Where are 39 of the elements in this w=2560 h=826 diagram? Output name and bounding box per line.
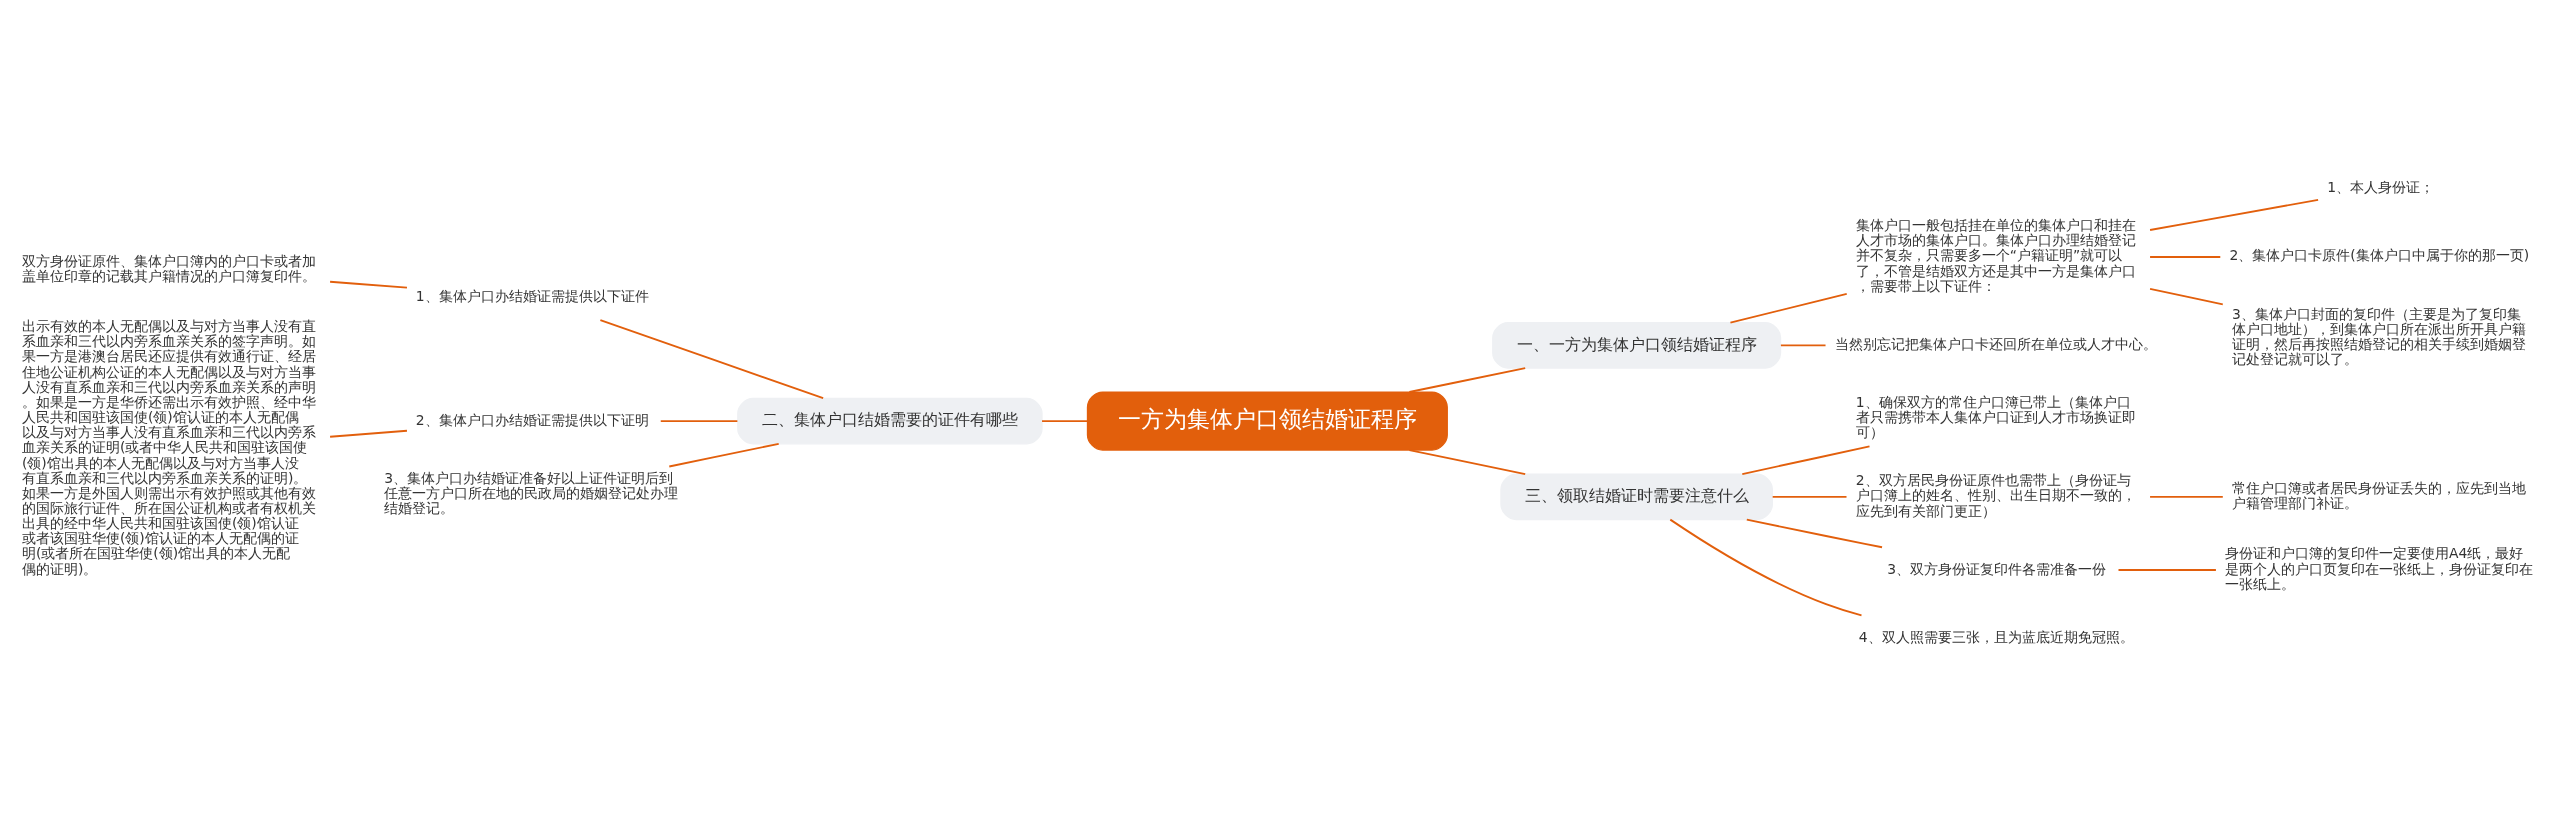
node-text: 4、双人照需要三张，且为蓝底近期免冠照。 (1858, 628, 2134, 645)
node-box: 二、集体户口结婚需要的证件有哪些 (737, 397, 1043, 444)
connector (1779, 343, 1827, 346)
node-text: 身份证和户口簿的复印件一定要使用A4纸，最好是两个人的户口页复印在一张纸上，身份证复印在一张纸上。 (2224, 544, 2533, 592)
node-text: 集体户口一般包括挂在单位的集体户口和挂在人才市场的集体户口。集体户口办理结婚登记并不复杂，只需要多一个“户籍证明”就可以了，不管是结婚双方还是其中一方是集体户口，需要带上以下证件： (1855, 216, 2136, 294)
connector (2149, 198, 2320, 231)
connector (2149, 287, 2224, 305)
connector (1408, 366, 1527, 393)
node-text: 2、集体户口办结婚证需提供以下证明 (415, 411, 649, 428)
node-text: 3、双方身份证复印件各需准备一份 (1887, 560, 2107, 577)
node-text: 3、集体户口封面的复印件（主要是为了复印集体户口地址），到集体户口所在派出所开具户籍证明，然后再按照结婚登记的相关手续到婚姻登记处登记就可以了。 (2231, 305, 2526, 367)
connector (659, 419, 739, 422)
connector (1741, 444, 1871, 475)
node-text: 1、本人身份证； (2327, 178, 2435, 195)
node-text: 双方身份证原件、集体户口簿内的户口卡或者加盖单位印章的记载其户籍情况的户口簿复印件。 (21, 252, 316, 284)
connector (2149, 495, 2224, 498)
connector (329, 280, 408, 289)
node-text: 当然别忘记把集体户口卡还回所在单位或人才中心。 (1834, 335, 2157, 352)
node-text: 2、双方居民身份证原件也需带上（身份证与户口簿上的姓名、性别、出生日期不一致的，应先到有关部门更正） (1855, 471, 2136, 519)
node-box: 一、一方为集体户口领结婚证程序 (1492, 321, 1782, 369)
connector (1669, 518, 1863, 616)
connector (1771, 495, 1848, 498)
node-text: 3、集体户口办结婚证准备好以上证件证明后到任意一方户口所在地的民政局的婚姻登记处办理结婚登记。 (384, 469, 679, 516)
connector (2149, 255, 2222, 258)
node-text: 1、确保双方的常住户口簿已带上（集体户口者只需携带本人集体户口证到人才市场换证即可） (1855, 393, 2136, 440)
node-box: 三、领取结婚证时需要注意什么 (1500, 472, 1773, 520)
node-text: 常住户口簿或者居民身份证丢失的，应先到当地户籍管理部门补证。 (2231, 479, 2526, 511)
connector (1408, 448, 1527, 475)
node-text: 2、集体户口卡原件(集体户口中属于你的那一页) (2229, 246, 2530, 263)
node-text: 出示有效的本人无配偶以及与对方当事人没有直系血亲和三代以内旁系血亲关系的签字声明。如果一方是港澳台居民还应提供有效通行证、经居住地公证机构公证的本人无配偶以及与对方当事人没有直系血亲和三代以内旁系血亲关系的声明。如果是一方是华侨还需出示有效护照、经中华人民共和国驻该国使(领)馆认证的本人无配偶以及与对方当事人没有直系血亲和三代以内旁系血亲关系的证明(或者中华人民共和国驻该国使(领)馆出具的本人无配偶以及与对方当事人没有直系血亲和三代以内旁系血亲关系的证明)。如果一方是外国人则需出示有效护照或其他有效的国际旅行证件、所在国公证机构或者有权机关出具的经中华人民共和国驻该国使(领)馆认证或者该国驻华使(领)馆认证的本人无配偶的证明(或者所在国驻华使(领)馆出具的本人无配偶的证明)。 (21, 317, 316, 577)
connector (1041, 419, 1089, 422)
connector (2117, 568, 2217, 571)
connector (1745, 518, 1883, 548)
connector (1729, 292, 1848, 323)
connector (599, 318, 825, 399)
connector (668, 442, 780, 467)
connector (329, 429, 408, 438)
node-box: 一方为集体户口领结婚证程序 (1086, 390, 1448, 451)
node-text: 1、集体户口办结婚证需提供以下证件 (415, 287, 649, 304)
